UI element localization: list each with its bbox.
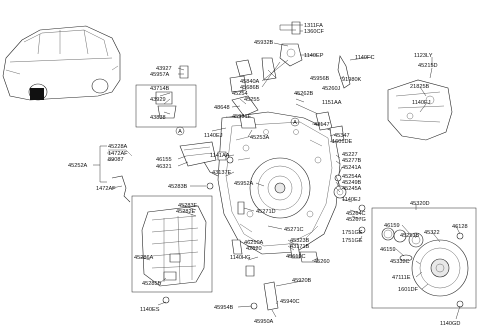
part-label: 45267G bbox=[346, 217, 366, 223]
part-label: 45323B bbox=[290, 238, 310, 244]
part-label: 1751GE bbox=[342, 230, 363, 236]
part-label: 1151AA bbox=[322, 100, 342, 106]
part-label: 1140GD bbox=[440, 321, 460, 327]
part-label: 45954B bbox=[214, 305, 234, 311]
oil-pan bbox=[141, 205, 207, 287]
part-label: 1751GE bbox=[342, 238, 363, 244]
part-label: 45271D bbox=[256, 209, 276, 215]
part-label: 47111E bbox=[392, 275, 411, 281]
part-label: 48648 bbox=[214, 105, 230, 111]
part-label: 46159 bbox=[384, 223, 400, 229]
part-label: 91980K bbox=[342, 77, 362, 83]
part-label: 45920B bbox=[292, 278, 312, 284]
part-label: 45254A bbox=[342, 174, 362, 180]
part-label: 1140EJ bbox=[342, 197, 361, 203]
part-label: 45255 bbox=[244, 97, 260, 103]
part-label: 45249B bbox=[342, 180, 362, 186]
part-label: 43714B bbox=[150, 86, 170, 92]
part-label: 1140EP bbox=[304, 53, 324, 59]
part-label: 1140HG bbox=[230, 255, 250, 261]
callout-a-left-label: A bbox=[178, 129, 182, 135]
oil-pump bbox=[381, 227, 469, 297]
part-label: 45254 bbox=[232, 91, 248, 97]
part-label: 45347 bbox=[334, 133, 350, 139]
leader-lines bbox=[93, 24, 461, 320]
part-label: 45252A bbox=[68, 163, 88, 169]
part-label: 43137E bbox=[212, 170, 232, 176]
part-label: 1140FC bbox=[355, 55, 375, 61]
part-label: 45277B bbox=[342, 158, 362, 164]
small-parts bbox=[155, 21, 464, 311]
part-label: 46210A bbox=[244, 240, 264, 246]
part-label: 1601DE bbox=[332, 139, 352, 145]
part-label: 45228A bbox=[108, 144, 128, 150]
part-label: 46155 bbox=[156, 157, 172, 163]
callout-a-center-label: A bbox=[293, 120, 297, 126]
part-label: 45227 bbox=[342, 152, 358, 158]
part-label: 45932B bbox=[254, 40, 274, 46]
callout-a-center bbox=[290, 117, 300, 127]
part-label: 43927 bbox=[156, 66, 172, 72]
callout-a-left bbox=[175, 126, 185, 136]
part-label: 1140ES bbox=[140, 307, 160, 313]
part-label: 45332C bbox=[390, 259, 410, 265]
part-label: 43838 bbox=[150, 115, 166, 121]
part-label: 45940C bbox=[280, 299, 300, 305]
part-label: 45245A bbox=[342, 186, 362, 192]
part-label: 45952A bbox=[234, 181, 254, 187]
part-label: 45840A bbox=[240, 79, 260, 85]
part-label: 45283F bbox=[178, 203, 198, 209]
part-label: 42620 bbox=[246, 246, 262, 252]
part-label: 45320D bbox=[410, 201, 430, 207]
part-label: 45957A bbox=[150, 72, 170, 78]
part-label: 45264C bbox=[346, 211, 366, 217]
transmission-case bbox=[217, 111, 341, 255]
part-label: 45286A bbox=[134, 255, 154, 261]
part-label: 43929 bbox=[150, 97, 166, 103]
detail-box-upper bbox=[135, 84, 197, 128]
part-label: 1140EJ bbox=[412, 100, 431, 106]
part-label: 45253A bbox=[250, 135, 270, 141]
part-label: 43171B bbox=[290, 244, 310, 250]
part-label: 45322 bbox=[424, 230, 440, 236]
part-label: 45282E bbox=[176, 209, 196, 215]
part-label: 46128 bbox=[452, 224, 468, 230]
part-label: 1140EJ bbox=[204, 133, 223, 139]
part-label: 45253B bbox=[400, 233, 420, 239]
part-label: 45271C bbox=[284, 227, 304, 233]
dipstick-tube bbox=[111, 175, 131, 203]
part-label: 46321 bbox=[156, 164, 172, 170]
detail-box-pump bbox=[371, 207, 477, 309]
part-label: 1360CF bbox=[304, 29, 324, 35]
part-label: 45950A bbox=[254, 319, 274, 325]
part-label: 45285B bbox=[142, 281, 162, 287]
part-labels: 1311FA 1360CF 45932B 1140EP 1140FC 43927… bbox=[68, 23, 468, 327]
part-label: 1601DF bbox=[398, 287, 418, 293]
part-label: 45686B bbox=[240, 85, 260, 91]
engine-bay-highlight bbox=[30, 88, 44, 100]
part-label: 1123LY bbox=[414, 53, 433, 59]
part-label: 1472AF bbox=[108, 151, 128, 157]
part-label: 45612C bbox=[286, 254, 306, 260]
part-label: 1311FA bbox=[304, 23, 323, 29]
part-label: 43147 bbox=[314, 122, 330, 128]
part-label: 45260J bbox=[322, 86, 341, 92]
vehicle-illustration bbox=[2, 25, 121, 101]
detail-box-oilpan bbox=[131, 195, 213, 293]
part-label: 45241A bbox=[342, 165, 362, 171]
part-label: 45262B bbox=[294, 91, 314, 97]
oil-strainer bbox=[179, 141, 219, 177]
part-label: 1141AA bbox=[210, 153, 230, 159]
part-label: 45283B bbox=[168, 184, 188, 190]
part-label: 89087 bbox=[108, 157, 124, 163]
part-label: 45215D bbox=[418, 63, 438, 69]
part-label: 45956B bbox=[310, 76, 330, 82]
part-label: 21825B bbox=[410, 84, 430, 90]
part-label: 46159 bbox=[380, 247, 396, 253]
part-label: 45260 bbox=[314, 259, 330, 265]
valve-body-cover bbox=[387, 79, 453, 141]
part-label: 45931F bbox=[232, 114, 252, 120]
part-label: 1472AF bbox=[96, 186, 116, 192]
